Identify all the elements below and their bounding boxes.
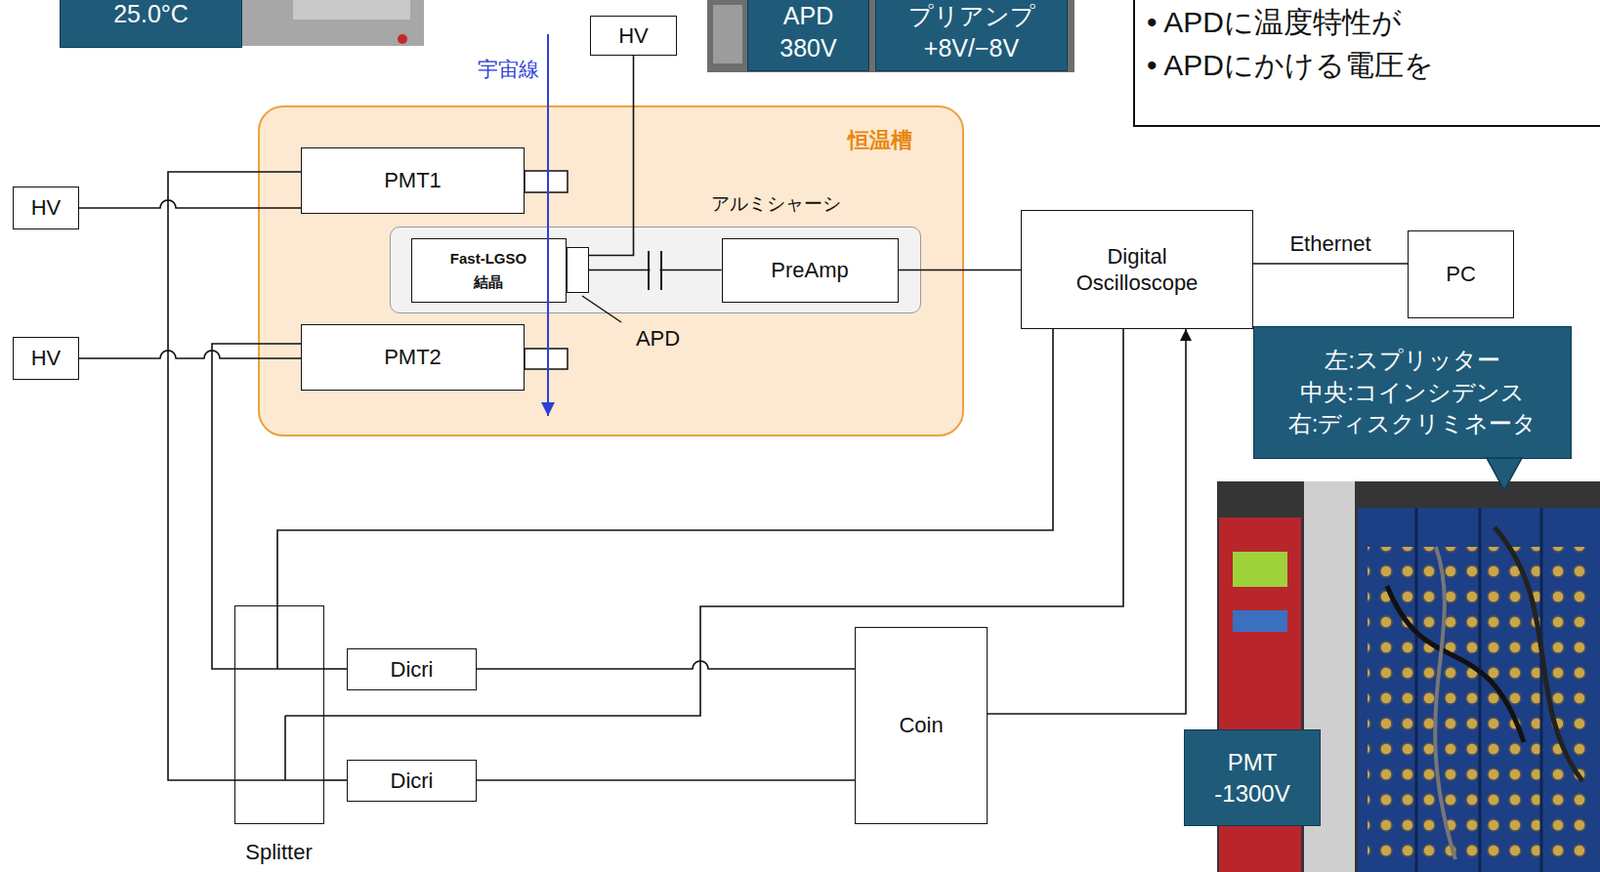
box-text: 中央:コインシデンス [1300,377,1525,409]
module-edge [1540,507,1544,872]
thermostat-photo [397,34,408,44]
box-text: 右:ディスクリミネータ [1288,408,1538,440]
splitter-wire [276,605,279,670]
thermostat-photo [242,0,424,46]
discriminator-box: Dicri [346,648,477,691]
signal-wire [324,779,347,782]
splitter-wire [234,668,325,671]
splitter-wire [234,779,325,782]
signal-wire [476,779,855,782]
hv-box: HV [589,15,677,56]
leader-line [582,295,622,323]
box-text: Oscilloscope [1076,269,1199,297]
box-text: • APDに温度特性が [1146,0,1402,44]
signal-wire [476,661,855,670]
signal-wire [79,350,301,359]
apd-photo [713,4,743,64]
signal-wire [1253,262,1408,265]
splitter-wire [284,715,287,781]
temperature-callout: 25.0°C [59,0,243,48]
pmt-window [524,348,568,370]
signal-wire [79,200,301,209]
capacitor-gap [650,261,661,280]
signal-wire [324,668,347,671]
box-text: PMT2 [383,343,442,372]
box-text: +8V/−8V [924,32,1019,65]
box-text: PMT1 [383,167,442,195]
module-edge [1478,507,1482,872]
box-text: PC [1445,260,1476,289]
box-text: HV [618,22,649,50]
box-text: -1300V [1214,778,1290,809]
nim-module-photo [1357,507,1600,872]
note-box: • APDに温度特性が• APDにかける電圧を [1133,0,1600,127]
pmt-voltage-callout: PMT-1300V [1183,729,1321,827]
signal-wire [168,171,301,781]
crystal-box: Fast-LGSO結晶 [411,238,567,303]
box-text: APD [783,0,834,33]
capacitor-plate [660,251,663,291]
preamp-box: PreAmp [721,238,899,303]
pmt-box: PMT1 [300,147,525,214]
coincidence-box: Coin [854,627,988,825]
signal-wire [987,329,1186,715]
hv-box: HV [12,336,80,380]
discriminator-box: Dicri [346,759,477,802]
pc-box: PC [1407,230,1515,319]
apd-box: APD [566,247,590,294]
box-text: プリアンプ [908,0,1036,33]
box-text: 結晶 [473,270,504,294]
heading-text: APD [624,325,693,353]
thermostat-photo [293,0,411,20]
signal-wire [898,269,1022,272]
box-text: Digital [1106,243,1167,271]
hv-box: HV [12,186,80,230]
pmt-box: PMT2 [300,324,525,391]
splitter-wire [285,715,325,717]
module-callout: 左:スプリッター中央:コインシデンス右:ディスクリミネータ [1253,326,1572,460]
box-text: 380V [779,32,837,65]
hv-knob-photo [1232,610,1288,632]
box-text: • APDにかける電圧を [1146,43,1434,87]
heading-text: 恒温槽 [836,126,925,155]
box-text: Fast-LGSO [450,247,527,270]
voltage-callout: APD380V [747,0,870,72]
box-text: Dicri [390,656,434,684]
signal-wire [589,269,722,272]
heading-text: アルミシャーシ [692,192,859,216]
module-edge [1415,507,1419,872]
box-text: HV [31,194,62,222]
pmt-window [524,170,568,193]
cosmic-ray-arrow [547,34,549,417]
box-text: PMT [1227,747,1278,778]
lcd-photo [1232,551,1288,588]
cable-photo [1494,527,1583,782]
cosmic-ray-label: 宇宙線 [468,55,548,84]
box-text: Dicri [390,767,434,796]
signal-wire [589,55,634,256]
chamber-region: 恒温槽PMT1アルミシャーシFast-LGSO結晶APDPreAmpPMT2 [257,105,965,437]
signal-wire [324,329,1124,716]
chassis-region: アルミシャーシFast-LGSO結晶APDPreAmp [389,226,922,314]
cable-photo [1387,586,1524,743]
splitter-box: Splitter [234,605,325,825]
signal-wire [277,329,1053,606]
voltage-callout: プリアンプ+8V/−8V [875,0,1068,72]
cable-photo [1434,547,1456,860]
box-text: HV [31,344,62,373]
heading-text: Splitter [219,839,338,867]
callout-pointer [1486,458,1522,491]
connector-label: Ethernet [1266,231,1394,257]
box-text: Coin [898,712,943,740]
oscilloscope-box: DigitalOscilloscope [1020,210,1254,330]
capacitor-plate [647,251,650,291]
signal-wire [211,343,301,670]
box-text: 25.0°C [113,0,189,31]
box-text: PreAmp [770,256,848,285]
box-text: 左:スプリッター [1324,344,1501,377]
